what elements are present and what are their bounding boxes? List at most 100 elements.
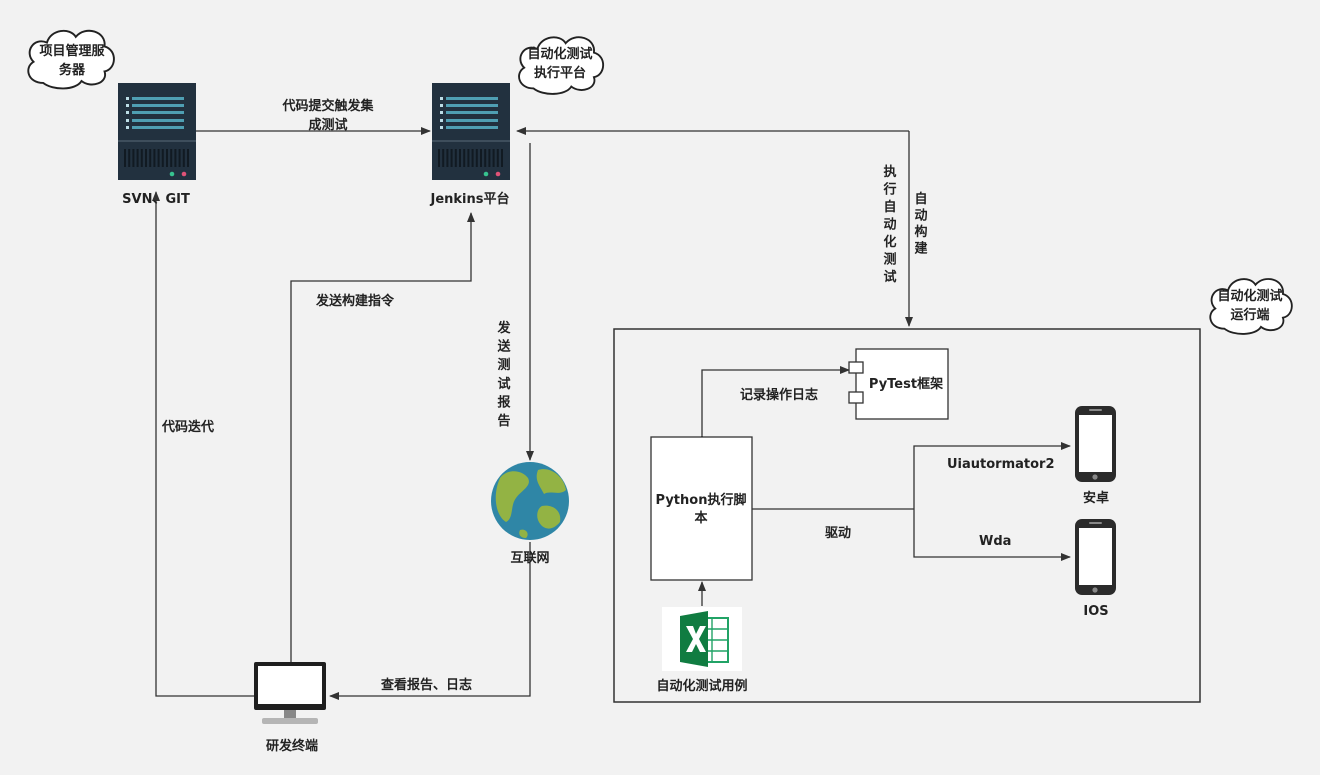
cloud-text-2: 务器 <box>59 62 86 78</box>
server-vent <box>124 149 126 167</box>
android-phone-icon <box>1075 406 1116 482</box>
server-vent <box>161 149 164 167</box>
vertical-char: 发 <box>496 320 511 336</box>
cloud-shape-icon <box>27 29 115 90</box>
server-vent <box>467 149 470 167</box>
server-vent <box>149 149 152 167</box>
server-vent <box>170 149 173 167</box>
server-slot <box>132 111 184 114</box>
node-label-pytest: PyTest框架 <box>869 376 943 392</box>
server-slot <box>446 119 498 122</box>
node-label-internet: 互联网 <box>510 551 549 566</box>
node-label-test-cases: 自动化测试用例 <box>656 678 747 694</box>
server-vent <box>153 149 156 167</box>
edge-label-view-report: 查看报告、日志 <box>380 677 472 693</box>
server-slot <box>446 104 498 107</box>
server-status-led <box>169 171 175 177</box>
cloud-shape-icon <box>1209 278 1293 335</box>
server-vent <box>157 149 160 167</box>
node-label-svn-git: SVN、GIT <box>122 192 190 207</box>
node-label-android: 安卓 <box>1083 490 1109 506</box>
edge-label-wda: Wda <box>979 534 1011 549</box>
jenkins-server-icon <box>432 83 510 180</box>
server-led <box>126 111 129 114</box>
server-vent <box>484 149 487 167</box>
server-vent <box>492 149 495 167</box>
server-vent <box>446 149 449 167</box>
server-vent <box>501 149 503 167</box>
server-led <box>126 104 129 107</box>
server-led <box>440 104 443 107</box>
server-vent <box>471 149 474 167</box>
cloud-text-1: 自动化测试 <box>1217 288 1282 304</box>
runner-container <box>613 328 1201 703</box>
ios-phone-icon <box>1075 519 1116 595</box>
server-slot <box>446 111 498 114</box>
excel-icon <box>662 607 742 671</box>
edge-label-commit-2: 成测试 <box>308 117 347 133</box>
server-led <box>126 126 129 129</box>
server-vent <box>178 149 181 167</box>
cloud-auto-test-platform: 自动化测试 执行平台 <box>518 36 605 95</box>
component-port-icon <box>848 361 864 374</box>
vertical-char: 试 <box>883 269 896 285</box>
server-vent <box>480 149 482 167</box>
cloud-text-1: 自动化测试 <box>527 46 592 62</box>
server-status-led <box>495 171 501 177</box>
server-led <box>440 97 443 100</box>
server-slot <box>132 119 184 122</box>
vertical-char: 构 <box>914 224 927 240</box>
vertical-char: 建 <box>914 241 927 257</box>
server-slot <box>132 126 184 129</box>
cloud-auto-test-runner: 自动化测试 运行端 <box>1209 278 1293 335</box>
vertical-char: 自 <box>914 191 927 207</box>
cloud-text-1: 项目管理服 <box>39 43 105 59</box>
node-label-python-1: Python执行脚 <box>656 492 747 508</box>
server-vent <box>496 149 499 167</box>
vertical-char: 试 <box>497 376 510 392</box>
server-slot <box>446 126 498 129</box>
edge-label-code-iteration: 代码迭代 <box>161 419 214 435</box>
server-led <box>440 111 443 114</box>
node-label-jenkins: Jenkins平台 <box>429 191 509 207</box>
edge-label-uiautomator: Uiautormator2 <box>947 457 1055 472</box>
vertical-char: 动 <box>883 218 896 233</box>
node-label-python-2: 本 <box>694 510 707 526</box>
edge-view-report <box>329 542 531 700</box>
server-slot <box>132 97 184 100</box>
vertical-char: 化 <box>883 234 896 250</box>
server-vent <box>145 149 147 167</box>
edge-label-send-build: 发送构建指令 <box>315 293 395 309</box>
server-status-led <box>483 171 489 177</box>
server-led <box>440 126 443 129</box>
edge-wda <box>913 509 1071 561</box>
cloud-project-server: 项目管理服 务器 <box>27 29 115 90</box>
vertical-char: 执 <box>883 164 896 180</box>
vertical-char: 测 <box>497 357 510 373</box>
vertical-char: 送 <box>496 339 511 355</box>
cloud-text-2: 运行端 <box>1230 307 1269 323</box>
server-vent <box>187 149 189 167</box>
server-vent <box>442 149 445 167</box>
server-vent <box>136 149 139 167</box>
server-vent <box>174 149 177 167</box>
server-vent <box>463 149 466 167</box>
server-vent <box>475 149 478 167</box>
edge-uiautomator <box>913 442 1071 509</box>
server-vent <box>488 149 491 167</box>
python-script-box: Python执行脚 本 <box>650 436 753 581</box>
server-vent <box>459 149 461 167</box>
edge-record-log <box>698 366 850 444</box>
server-led <box>126 97 129 100</box>
server-status-led <box>181 171 187 177</box>
vertical-char: 自 <box>883 199 896 215</box>
vertical-char: 告 <box>497 413 510 429</box>
edges <box>152 127 1071 700</box>
edge-label-commit-1: 代码提交触发集 <box>281 98 374 114</box>
server-led <box>126 119 129 122</box>
edge-label-drive: 驱动 <box>825 526 851 541</box>
